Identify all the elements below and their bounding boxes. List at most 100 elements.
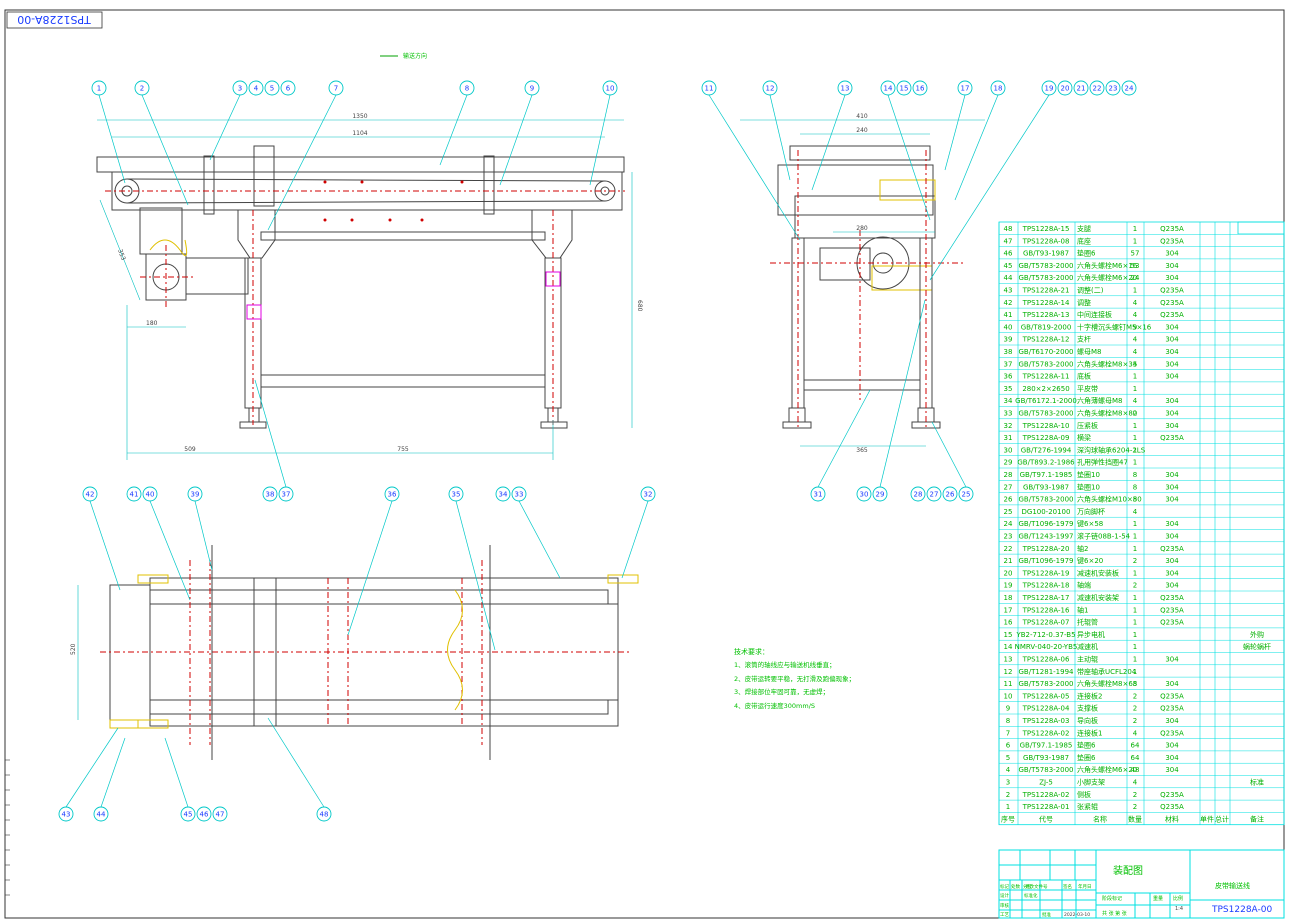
- dim-side-width: 410: [856, 113, 868, 120]
- bom-cell-name: 六角头螺栓M6×20: [1077, 765, 1137, 774]
- bom-cell-mat: 304: [1165, 373, 1179, 381]
- bom-cell-code: TPS1228A-07: [1022, 619, 1070, 627]
- side-view: [740, 119, 985, 447]
- bom-cell-mat: Q235A: [1160, 692, 1184, 700]
- bom-cell-mat: Q235A: [1160, 311, 1184, 319]
- edge-ticks: [5, 759, 10, 896]
- bom-cell-name: 深沟球轴承6204-2LS: [1077, 445, 1146, 454]
- bom-cell-no: 22: [1004, 545, 1013, 553]
- bom-cell-qty: 1: [1133, 237, 1137, 245]
- bom-cell-name: 轴2: [1077, 544, 1088, 553]
- bom-cell-mat: 304: [1165, 274, 1179, 282]
- bom-header-total_w: 总计: [1215, 814, 1229, 823]
- bom-cell-qty: 9: [1133, 323, 1137, 331]
- bom-cell-qty: 2: [1133, 557, 1137, 565]
- balloon-number: 8: [465, 85, 469, 93]
- bom-cell-qty: 4: [1133, 299, 1138, 307]
- bom-cell-qty: 4: [1133, 508, 1138, 516]
- balloon-number: 35: [452, 491, 461, 499]
- bom-cell-no: 12: [1004, 668, 1013, 676]
- bom-cell-qty: 1: [1133, 373, 1137, 381]
- bom-cell-code: 280×2×2650: [1022, 385, 1069, 393]
- bom-cell-code: TPS1228A-11: [1022, 373, 1070, 381]
- bom-cell-code: GB/T5783-2000: [1018, 766, 1073, 774]
- balloon-number: 43: [62, 811, 71, 819]
- dim-front-height: 680: [636, 300, 643, 312]
- balloon-leader: [149, 500, 191, 601]
- bom-cell-name: 带座轴承UCFL204: [1077, 667, 1137, 676]
- bom-cell-code: DG100-20100: [1022, 508, 1071, 516]
- balloon-number: 17: [961, 85, 970, 93]
- bom-cell-name: 垫圈10: [1077, 482, 1100, 491]
- title-date: 年月日: [1078, 883, 1092, 890]
- balloon-leader: [931, 421, 967, 488]
- balloon-number: 21: [1077, 85, 1086, 93]
- balloon-number: 33: [515, 491, 524, 499]
- bom-cell-mat: 304: [1165, 656, 1179, 664]
- bom-cell-mat: 304: [1165, 557, 1179, 565]
- bom-cell-name: 减速机安装板: [1077, 568, 1119, 577]
- balloon-number: 10: [606, 85, 615, 93]
- bom-cell-code: TPS1228A-12: [1022, 336, 1070, 344]
- bom-cap: [1237, 221, 1285, 235]
- bom-cell-name: 调整: [1077, 298, 1091, 307]
- bom-cell-code: TPS1228A-13: [1022, 311, 1070, 319]
- balloon-leader: [89, 500, 121, 591]
- balloon-number: 14: [884, 85, 893, 93]
- bom-cell-code: GB/T93-1987: [1023, 250, 1069, 258]
- balloon-leader: [267, 94, 337, 231]
- tech-title: 技术要求：: [734, 647, 769, 656]
- bom-cell-name: 侧板: [1077, 790, 1091, 799]
- dim-side-base: 365: [856, 447, 868, 454]
- title-drawing-number: TPS1228A-00: [1211, 905, 1272, 915]
- bom-cell-name: 孔用弹性挡圈47: [1077, 458, 1128, 467]
- bom-cell-code: TPS1228A-21: [1022, 287, 1070, 295]
- balloon-number: 6: [286, 85, 291, 93]
- balloon-leader: [98, 94, 126, 184]
- bom-cell-no: 26: [1004, 496, 1013, 504]
- bom-header-note: 备注: [1250, 814, 1264, 823]
- bom-cell-qty: 1: [1133, 569, 1137, 577]
- balloon-circle: [262, 486, 278, 502]
- bom-cell-code: GB/T97.1-1985: [1020, 742, 1073, 750]
- bom-cell-name: 键6×58: [1077, 519, 1103, 528]
- bom-cell-qty: 1: [1133, 434, 1137, 442]
- bom-cell-code: TPS1228A-17: [1022, 594, 1070, 602]
- bom-cell-mat: Q235A: [1160, 237, 1184, 245]
- bom-cell-note: 蜗轮蜗杆: [1243, 642, 1271, 651]
- balloon-number: 44: [97, 811, 106, 819]
- bom-cell-code: GB/T93-1987: [1023, 483, 1069, 491]
- bom-cell-code: GB/T276-1994: [1021, 446, 1072, 454]
- bom-cell-name: 主动辊: [1077, 655, 1098, 664]
- balloon-leader: [887, 94, 931, 221]
- bom-cell-mat: 304: [1165, 250, 1179, 258]
- bom-cell-qty: 1: [1133, 225, 1137, 233]
- bom-cell-name: 轴端: [1077, 581, 1091, 590]
- bom-cell-no: 34: [1004, 397, 1013, 405]
- bom-cell-code: TPS1228A-03: [1022, 717, 1070, 725]
- bom-cell-mat: 304: [1165, 569, 1179, 577]
- bom-cell-no: 2: [1006, 791, 1010, 799]
- balloon-leader: [100, 737, 126, 808]
- bom-cell-qty: 1: [1133, 422, 1137, 430]
- balloon-circle: [1073, 80, 1089, 96]
- balloon-circle: [187, 486, 203, 502]
- balloon-circle: [384, 486, 400, 502]
- bom-cell-qty: 1: [1133, 606, 1137, 614]
- balloon-circle: [957, 80, 973, 96]
- bom-cell-qty: 1: [1133, 656, 1137, 664]
- balloon-circle: [328, 80, 344, 96]
- balloon-number: 2: [140, 85, 144, 93]
- bom-cell-code: GB/T819-2000: [1021, 323, 1072, 331]
- bom-cell-no: 3: [1006, 779, 1010, 787]
- bom-cell-no: 32: [1004, 422, 1013, 430]
- title-date-value: 2022-03-10: [1064, 912, 1090, 918]
- bom-cell-code: GB/T6170-2000: [1018, 348, 1073, 356]
- bom-cell-no: 48: [1004, 225, 1013, 233]
- bom-cell-code: GB/T893.2-1986: [1017, 459, 1075, 467]
- bom-cell-code: TPS1228A-06: [1022, 656, 1070, 664]
- balloon-circle: [196, 806, 212, 822]
- balloon-number: 9: [530, 85, 534, 93]
- bom-cell-code: GB/T97.1-1985: [1020, 471, 1073, 479]
